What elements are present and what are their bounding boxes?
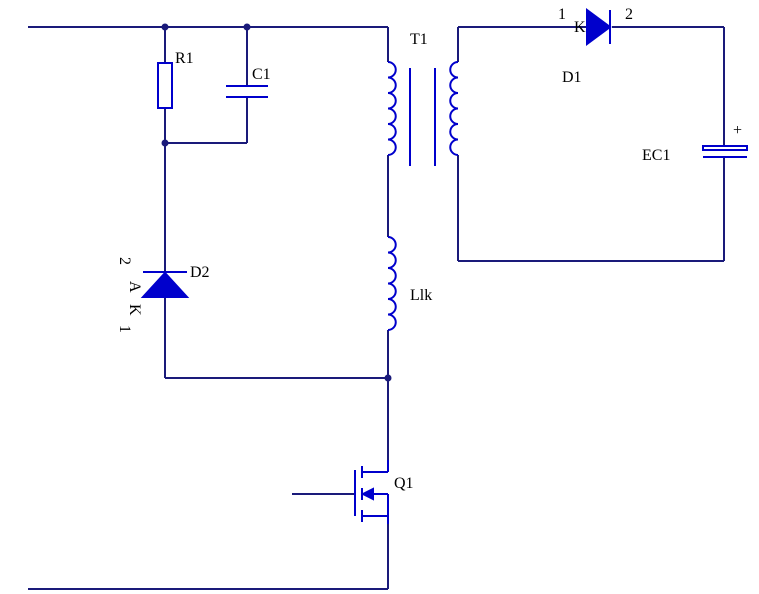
mosfet-q1[interactable]: Q1 [292,460,414,524]
transformer-t1-secondary-winding [449,61,459,156]
d2-pin-a-label: A [126,281,143,293]
diode-d1-triangle [586,8,612,46]
q1-arrow-icon [360,487,374,501]
q1-label: Q1 [394,475,414,492]
capacitor-ec1[interactable]: + EC1 [642,122,748,164]
d2-pin2-label: 2 [116,257,133,265]
d1-pin-k-label: K [574,19,586,36]
junction-dot [161,23,169,31]
r1-label: R1 [175,50,194,67]
junction-dot [161,139,169,147]
d2-pin1-label: 1 [116,325,133,333]
t1-label: T1 [410,31,428,48]
d2-label: D2 [190,264,210,281]
capacitor-c1[interactable]: C1 [226,66,271,98]
junctions [161,23,392,382]
inductor-llk-winding [387,236,397,331]
d1-pin2-label: 2 [625,6,633,23]
d1-label: D1 [562,69,582,86]
junction-dot [384,374,392,382]
resistor-r1[interactable]: R1 [157,50,194,109]
diode-d2[interactable]: D2 2 A K 1 [116,257,210,333]
diode-d1[interactable]: 1 K 2 D1 [558,6,633,86]
transformer-t1[interactable]: T1 [387,31,459,166]
inductor-llk[interactable]: Llk [387,236,432,331]
junction-dot [243,23,251,31]
capacitor-ec1-plate-positive [702,145,748,151]
d1-pin1-label: 1 [558,6,566,23]
transformer-t1-primary-winding [387,61,397,156]
resistor-r1-body [157,62,173,109]
ec1-label: EC1 [642,147,670,164]
llk-label: Llk [410,287,432,304]
diode-d2-triangle [140,271,190,298]
wires [28,26,725,590]
d2-pin-k-label: K [126,304,143,316]
ec1-polarity-label: + [733,122,742,139]
c1-label: C1 [252,66,271,83]
